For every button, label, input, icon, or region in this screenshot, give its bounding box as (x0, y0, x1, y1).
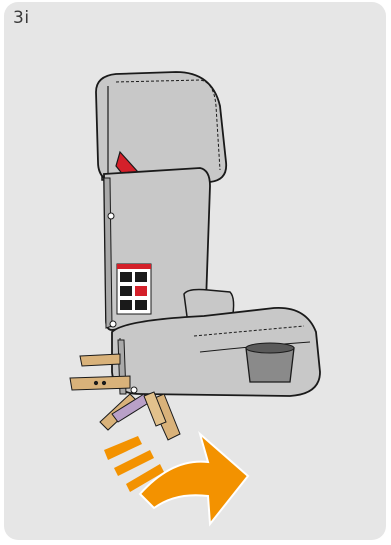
warning-label (117, 264, 151, 314)
booster-seat-illustration (4, 2, 386, 540)
rotation-arrow (140, 434, 248, 524)
instruction-panel: 3i (4, 2, 386, 540)
headrest (96, 72, 226, 184)
cup-holder (246, 343, 294, 382)
